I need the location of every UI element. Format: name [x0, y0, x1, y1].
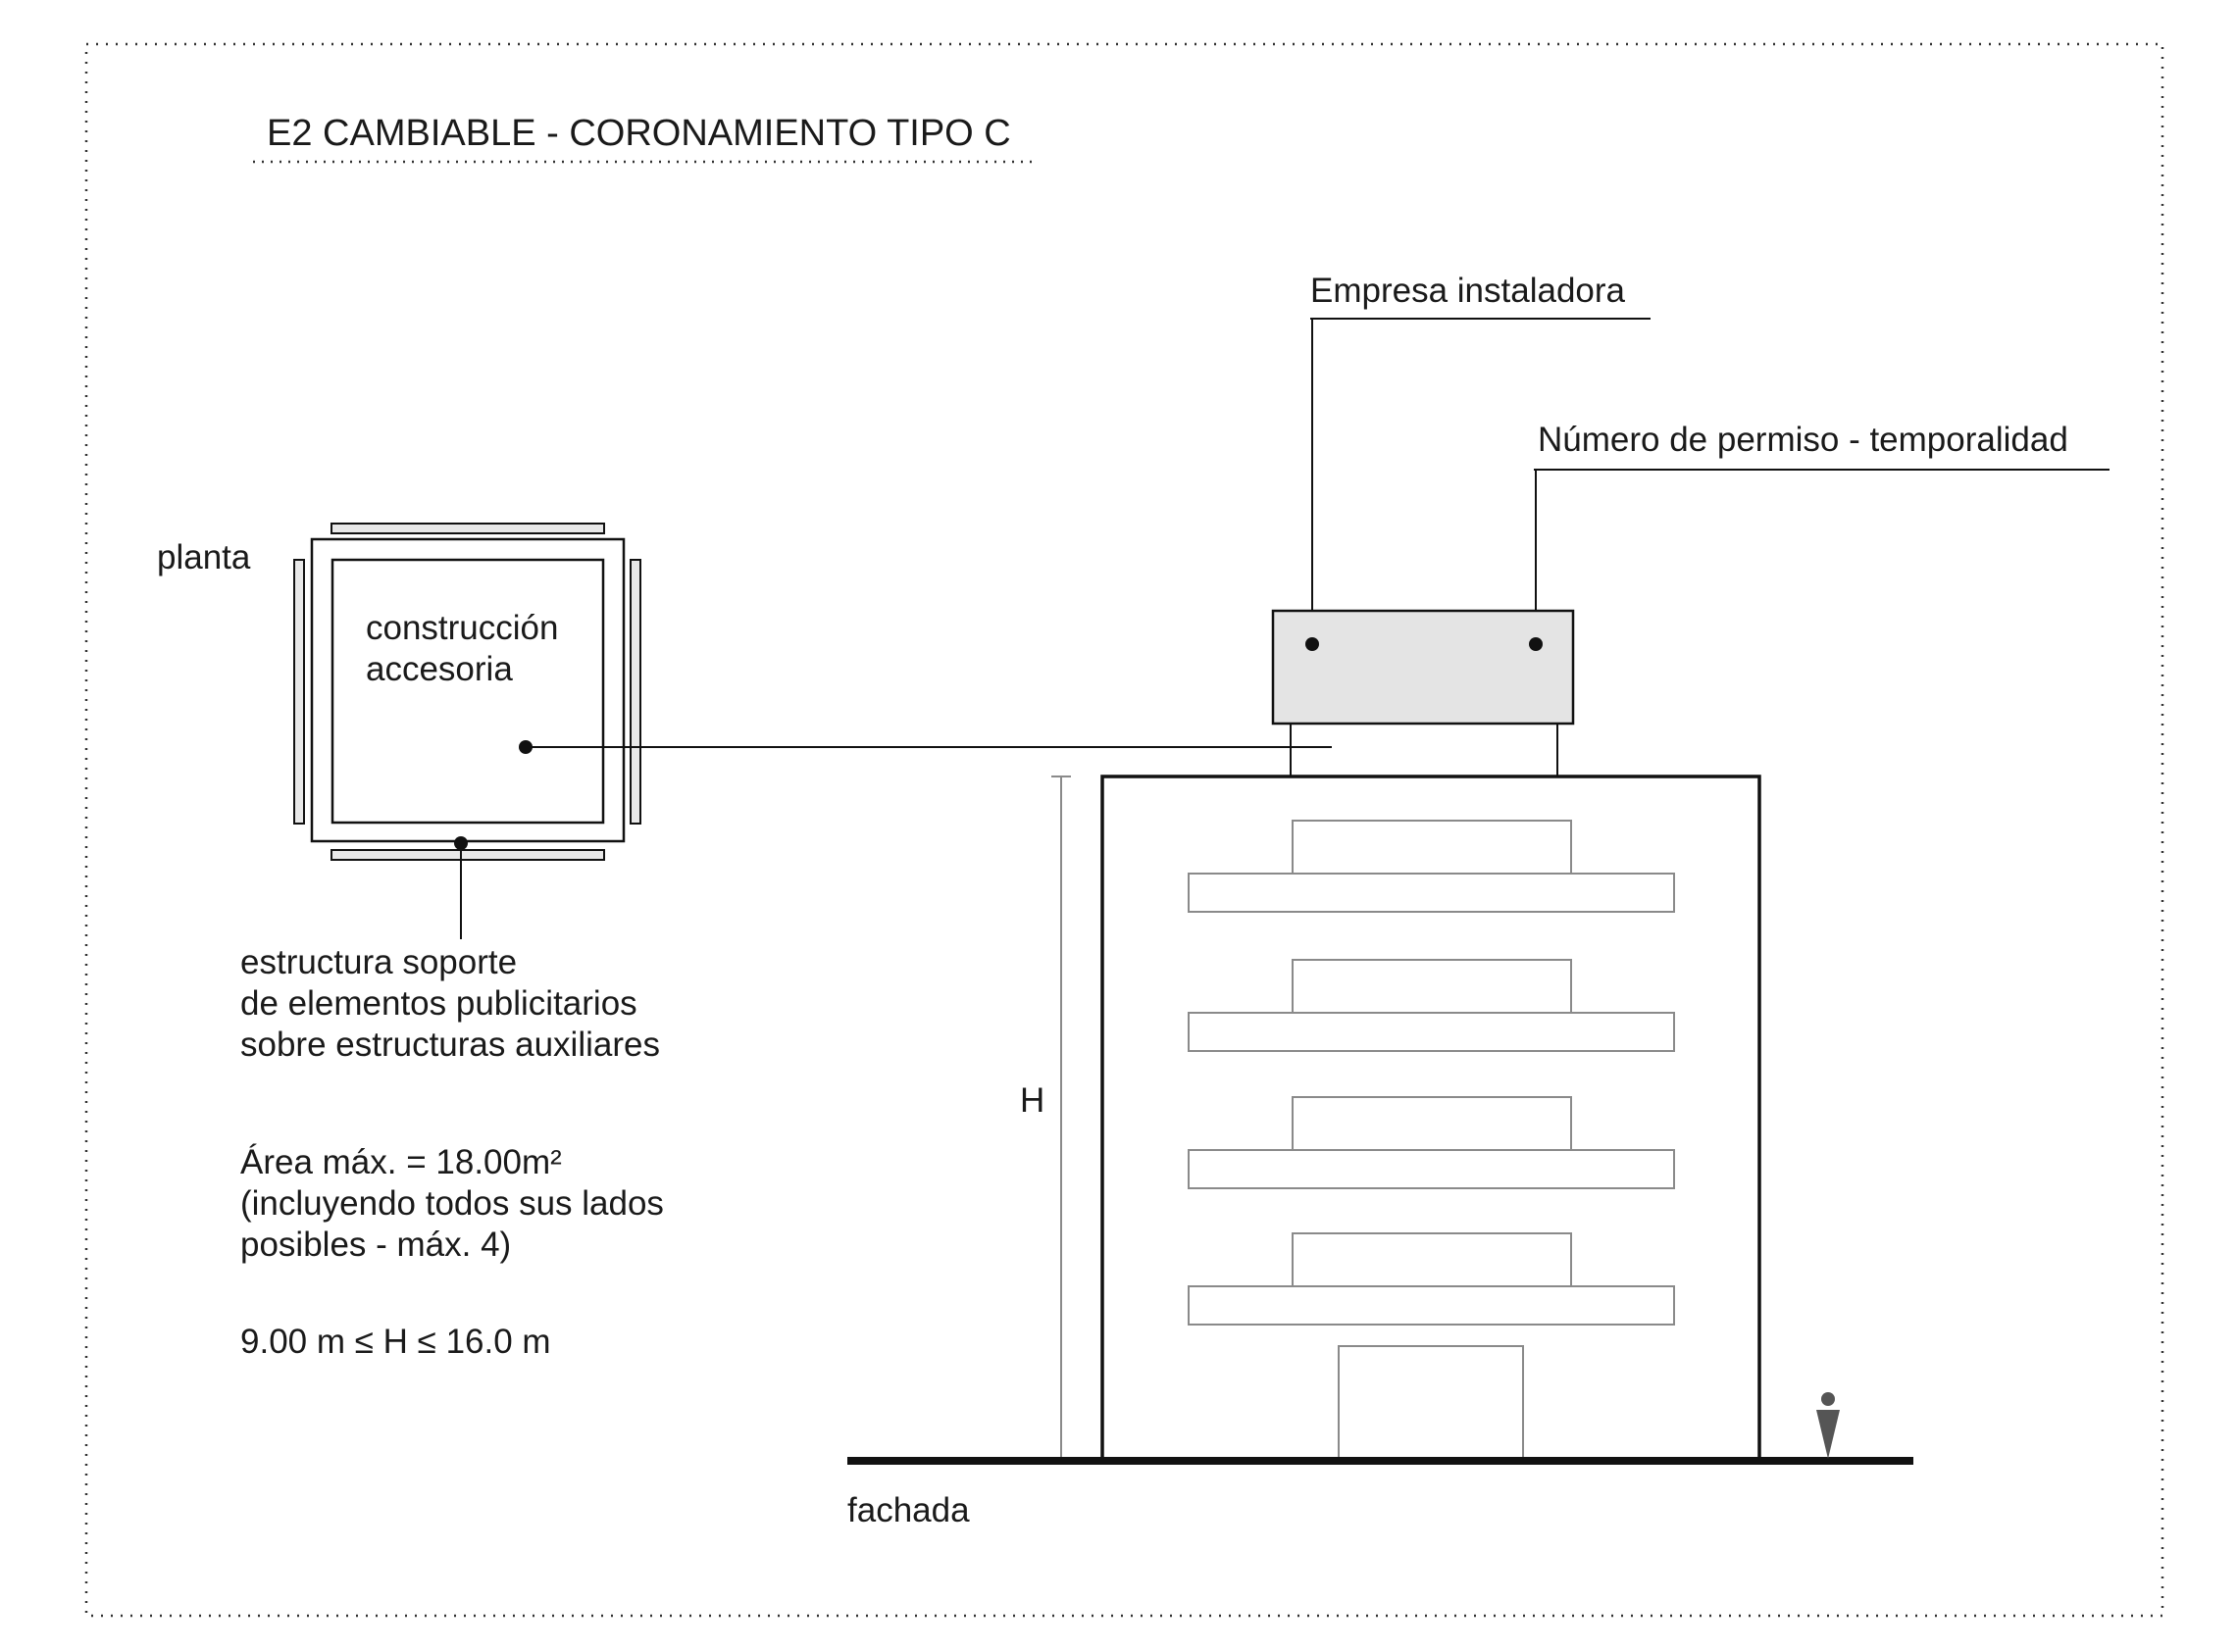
entrance-door — [1338, 1345, 1524, 1463]
human-scale-figure — [1816, 1392, 1840, 1459]
construccion-label-line2: accesoria — [366, 650, 513, 688]
floor-2-window — [1292, 959, 1572, 1014]
planta-label: planta — [157, 538, 251, 576]
estructura-label-line1: estructura soporte — [240, 943, 517, 981]
plan-panel-right — [630, 559, 641, 825]
plan-inner-square — [330, 558, 605, 825]
ground-line — [847, 1457, 1913, 1465]
permiso-leader-dot — [1529, 637, 1543, 651]
floor-4-balcony — [1188, 1285, 1675, 1326]
area-label-line1: Área máx. = 18.00m² — [240, 1143, 562, 1181]
building-floors — [1188, 820, 1675, 1463]
height-rule-label: 9.00 m ≤ H ≤ 16.0 m — [240, 1323, 551, 1361]
estructura-label-line3: sobre estructuras auxiliares — [240, 1026, 660, 1064]
area-label-line2: (incluyendo todos sus lados — [240, 1184, 664, 1223]
empresa-leader-dot — [1305, 637, 1319, 651]
advertising-sign-box — [1271, 609, 1575, 726]
estructura-label-line2: de elementos publicitarios — [240, 984, 637, 1023]
empresa-label: Empresa instaladora — [1310, 272, 1626, 310]
floor-3-window — [1292, 1096, 1572, 1151]
plan-panel-bottom — [330, 849, 605, 861]
floor-2-balcony — [1188, 1012, 1675, 1052]
building-outline — [1100, 775, 1761, 1464]
height-symbol: H — [1020, 1081, 1044, 1120]
plan-panel-left — [293, 559, 305, 825]
fachada-label: fachada — [847, 1491, 970, 1529]
floor-1-window — [1292, 820, 1572, 875]
permiso-label: Número de permiso - temporalidad — [1538, 421, 2068, 459]
plan-panel-top — [330, 523, 605, 534]
height-dimension — [1051, 776, 1071, 1462]
construccion-label-line1: construcción — [366, 609, 558, 647]
floor-4-window — [1292, 1232, 1572, 1287]
floor-1-balcony — [1188, 873, 1675, 913]
plan-view: construcción accesoria — [293, 523, 1332, 939]
page-title: E2 CAMBIABLE - CORONAMIENTO TIPO C — [267, 113, 1011, 154]
floor-3-balcony — [1188, 1149, 1675, 1189]
area-label-line3: posibles - máx. 4) — [240, 1226, 511, 1264]
